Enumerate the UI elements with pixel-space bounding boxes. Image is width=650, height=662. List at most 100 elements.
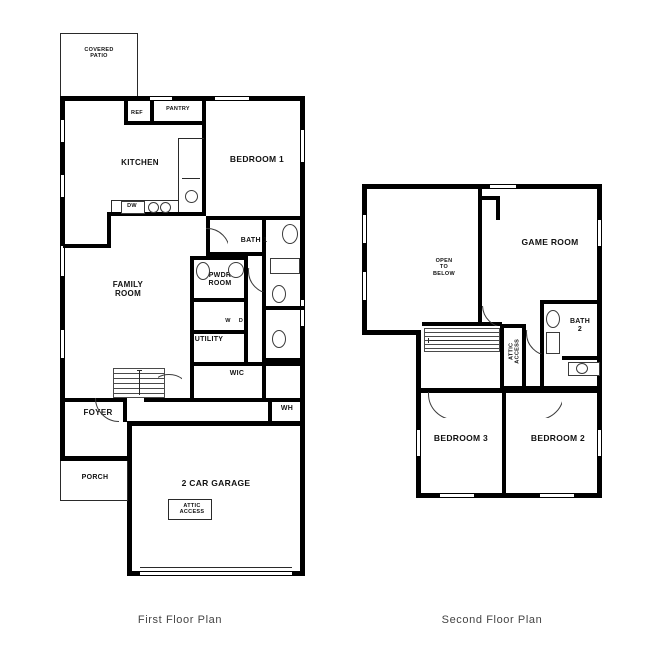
sf-exterior-wall-top <box>362 184 602 189</box>
wall-pwdr-right <box>244 256 248 302</box>
attic-box-bottom <box>168 519 212 520</box>
wall-pantry-left <box>150 101 154 125</box>
wall-bedroom1-bottom <box>206 216 305 220</box>
wall-bath1-bottom <box>206 252 266 256</box>
wall-foyer-top2 <box>144 398 206 402</box>
bath2-door-arc <box>526 330 548 354</box>
sink-basin2-icon <box>160 202 171 213</box>
sf-wall-right-lower <box>597 300 602 498</box>
ff-exterior-wall-right <box>300 96 305 426</box>
wall-family-top <box>63 244 111 248</box>
sf-wall-open-right <box>478 189 482 325</box>
sf-wall-bedroom-divider <box>502 392 506 498</box>
wall-bath1-right <box>262 216 266 256</box>
wall-wh-top <box>268 398 305 402</box>
sf-wall-hall-top <box>422 322 502 326</box>
sf-wall-bath2-top <box>540 300 602 304</box>
porch-wall-bottom <box>60 500 128 501</box>
sf-attic-access-label: ATTIC ACCESS <box>508 338 521 364</box>
sf-stairs-arrow-shaft <box>430 340 490 341</box>
sf-wall-hall-right <box>500 324 504 390</box>
wall-kitchen-bottom <box>107 212 206 216</box>
sf-wall-attic-top <box>500 324 526 328</box>
ff-wall-garage-top <box>127 421 305 426</box>
under-stair-door-arc <box>158 374 182 398</box>
utility-label: UTILITY <box>194 336 224 343</box>
attic-box-top <box>168 499 212 500</box>
kitchen-counter-side2 <box>111 200 112 212</box>
wall-wd-shelf <box>190 330 248 334</box>
sf-window-bed3-left <box>417 430 420 456</box>
patio-wall-right <box>137 33 138 97</box>
ff-exterior-wall-left <box>60 96 65 461</box>
wall-pantry-bottom <box>150 121 206 125</box>
ff-wall-garage-right <box>300 421 305 576</box>
foyer-door-arc <box>95 398 119 422</box>
wall-wic-right-top <box>262 306 305 310</box>
sf-wall-hall-bottom <box>504 386 602 390</box>
first-floor-caption: First Floor Plan <box>137 614 223 626</box>
first-floor-plan: COVERED PATIO PORCH <box>0 0 330 600</box>
ff-attic-access-label: ATTIC ACCESS <box>179 503 205 516</box>
window-left-1 <box>61 120 64 142</box>
sf-stairs-arrow-head <box>428 338 429 343</box>
tub-bath1-icon <box>270 258 300 274</box>
wall-ref-bottom <box>124 121 152 125</box>
wall-wic-left <box>190 366 194 402</box>
sf-window-bottom-2 <box>540 494 574 497</box>
sf-window-left-1 <box>363 215 366 243</box>
sf-wall-bath2-bottom <box>562 356 602 360</box>
wall-kitchen-left <box>107 212 111 248</box>
garage-door-opening <box>140 572 292 575</box>
window-top-1 <box>215 97 249 100</box>
second-floor-plan: OPEN TO BELOW GAME ROOM BATH 2 ATTIC ACC… <box>340 0 650 600</box>
sf-wall-niche-top <box>482 196 500 200</box>
sf-window-right-2 <box>598 430 601 456</box>
sf-wall-left-upper <box>362 184 367 334</box>
wall-closet-bottom <box>262 358 305 362</box>
cooktop-icon <box>185 190 198 203</box>
wic-label: WIC <box>229 370 245 377</box>
window-left-3 <box>61 246 64 276</box>
sink-pwdr-icon <box>228 262 244 278</box>
sf-wall-mid-horizontal <box>416 388 602 393</box>
patio-wall-top <box>60 33 138 34</box>
lavatory-bath1b-icon <box>272 330 286 348</box>
patio-wall-left <box>60 33 61 97</box>
sf-wall-bottom <box>416 493 602 498</box>
bedroom3-door-arc <box>428 392 454 418</box>
range-line <box>182 178 200 179</box>
water-heater-label: WH <box>280 405 294 412</box>
window-left-2 <box>61 175 64 197</box>
sf-wall-attic-right <box>522 324 526 390</box>
covered-patio-label: COVERED PATIO <box>84 47 114 60</box>
wall-pwdr-bottom <box>190 298 248 302</box>
bath1-label: BATH 1 <box>240 237 268 244</box>
kitchen-island-top <box>178 138 204 139</box>
stairs-arrow-head <box>137 370 142 371</box>
kitchen-island-edge <box>178 138 179 200</box>
shower-bath2-icon <box>546 332 560 354</box>
bedroom2-door-arc <box>536 392 562 418</box>
pwdr-door-arc <box>248 268 270 292</box>
toilet-bath2-icon <box>546 310 560 328</box>
wall-wic-divider <box>262 366 266 402</box>
wall-foyer-right <box>123 398 127 422</box>
sf-window-right-1 <box>598 220 601 246</box>
sf-window-left-2 <box>363 272 366 300</box>
sf-wall-niche-right <box>496 196 500 220</box>
family-room-label: FAMILY ROOM <box>112 280 144 299</box>
powder-room-label: PWDR ROOM <box>208 272 232 288</box>
bath2-label: BATH 2 <box>569 318 591 334</box>
washer-label: W <box>225 318 231 324</box>
window-top-2 <box>150 97 172 100</box>
wall-wh-left <box>268 398 272 422</box>
sink-bath2-icon <box>576 363 588 374</box>
wall-ref-left <box>124 101 128 125</box>
window-right-1 <box>301 130 304 162</box>
ref-label: REF <box>131 110 143 116</box>
garage-label: 2 CAR GARAGE <box>181 478 251 488</box>
wall-wic-bottom <box>190 398 305 402</box>
porch-wall-left <box>60 461 61 501</box>
